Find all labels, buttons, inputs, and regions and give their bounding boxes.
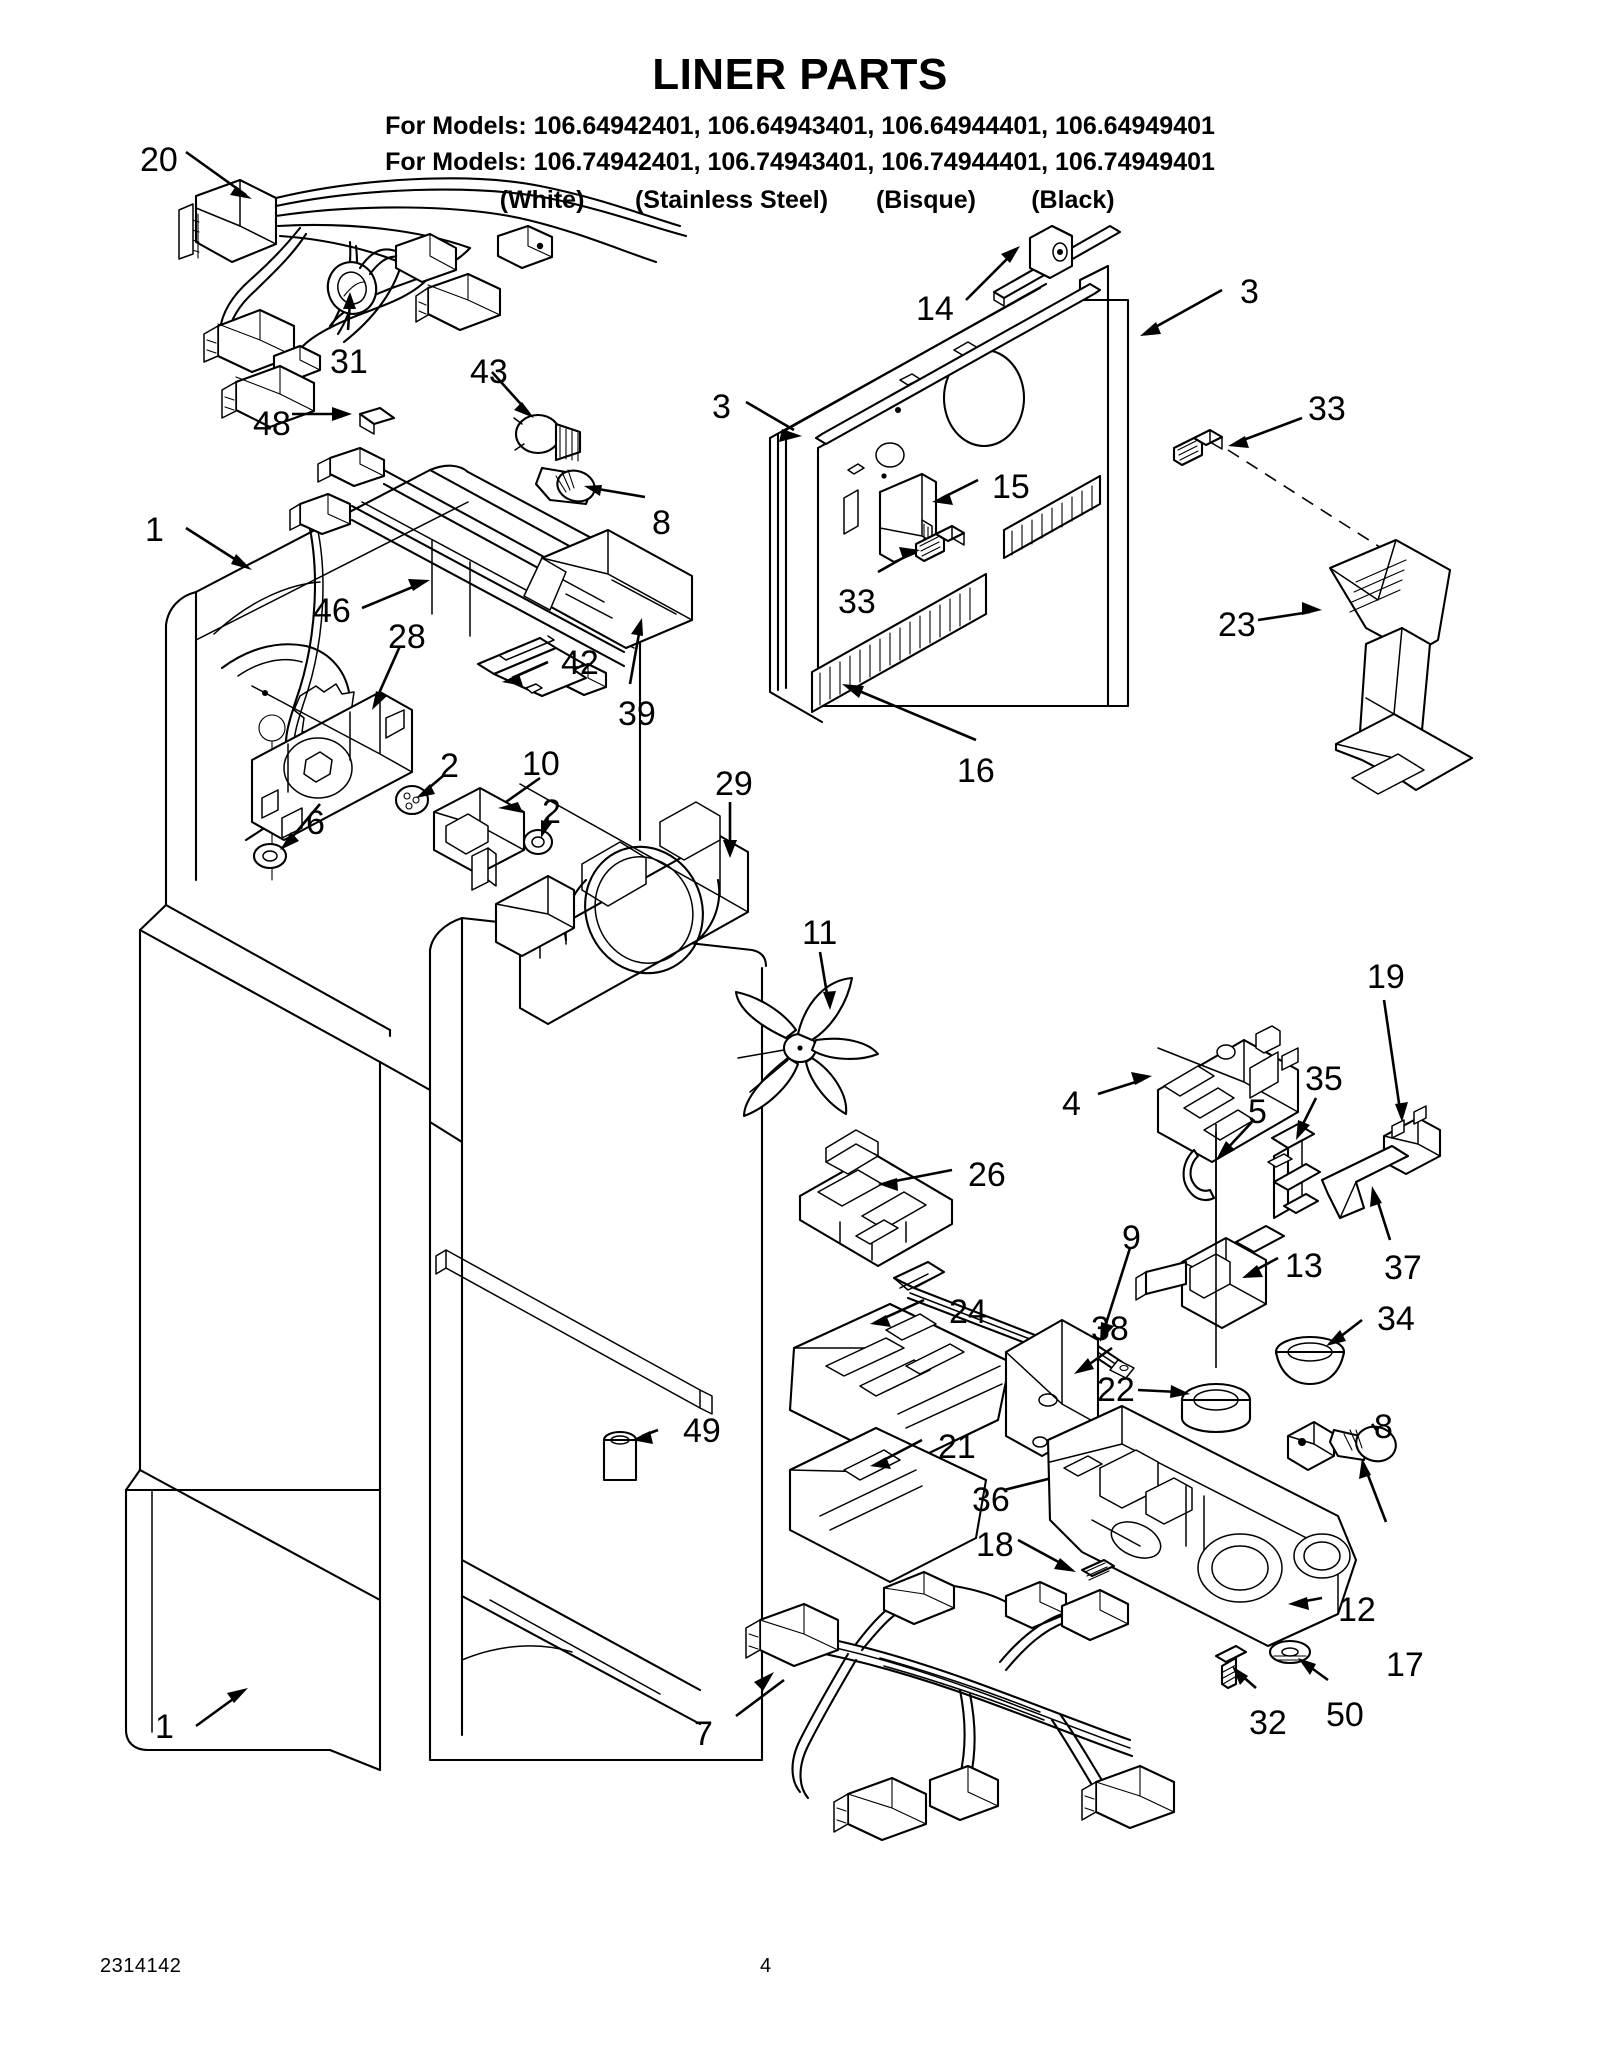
part-11-evaporator-fan-blade — [736, 952, 878, 1116]
callout-number-10: 10 — [522, 745, 560, 783]
part-43-light-bulb — [492, 372, 580, 461]
color-bisque: (Bisque) — [875, 186, 976, 214]
part-1-refrigerator-liner-cabinet — [126, 466, 766, 1770]
callout-number-31: 31 — [330, 343, 368, 381]
part-16-rear-panel-vent — [812, 574, 986, 740]
callout-number-33: 33 — [1308, 390, 1346, 428]
callout-number-48: 48 — [253, 405, 291, 443]
callout-number-8: 8 — [1374, 1408, 1393, 1446]
part-34-cap — [1276, 1320, 1362, 1384]
callout-number-36: 36 — [972, 1481, 1010, 1519]
callout-number-37: 37 — [1384, 1249, 1422, 1287]
part-32-screw — [1216, 1646, 1256, 1688]
callout-number-19: 19 — [1367, 958, 1405, 996]
callout-number-3: 3 — [1240, 273, 1259, 311]
part-31-harness-grommet — [322, 249, 404, 319]
part-10-damper-control — [434, 778, 540, 890]
callout-number-5: 5 — [1248, 1093, 1267, 1131]
callout-number-49: 49 — [683, 1412, 721, 1450]
callout-number-14: 14 — [916, 290, 954, 328]
part-5-tube-clip — [1184, 1122, 1252, 1200]
part-37-switch-bracket — [1322, 1146, 1408, 1240]
part-20-liner-wiring-harness — [179, 152, 686, 427]
part-3-rear-access-panel — [746, 226, 1222, 740]
callout-number-2: 2 — [542, 793, 561, 831]
color-legend: (White) (Stainless Steel) (Bisque) (Blac… — [0, 186, 1600, 215]
callout-number-13: 13 — [1285, 1247, 1323, 1285]
part-46-jumper-wire — [286, 448, 660, 758]
part-2-screw-b — [524, 818, 552, 854]
part-17-lamp-socket — [1288, 1422, 1386, 1522]
part-33-screw-right — [1174, 418, 1400, 560]
part-49-plug-button — [604, 1430, 658, 1480]
part-50-washer — [1270, 1641, 1328, 1680]
callout-number-3: 3 — [712, 388, 731, 426]
part-26-dispenser-pad-assembly — [800, 1130, 952, 1266]
callout-number-26: 26 — [968, 1156, 1006, 1194]
part-18-spring — [1018, 1540, 1114, 1580]
color-white: (White) — [499, 186, 585, 214]
callout-number-15: 15 — [992, 468, 1030, 506]
footer-document-number: 2314142 — [100, 1955, 182, 1977]
callout-number-11: 11 — [802, 914, 838, 952]
callout-number-28: 28 — [388, 618, 426, 656]
callout-number-39: 39 — [618, 695, 656, 733]
callout-number-43: 43 — [470, 353, 508, 391]
part-14-roller — [966, 226, 1072, 300]
callout-number-50: 50 — [1326, 1696, 1364, 1734]
part-6-grommet — [254, 804, 320, 868]
callout-number-32: 32 — [1249, 1704, 1287, 1742]
callout-number-34: 34 — [1377, 1300, 1415, 1338]
part-28-fan-shroud-bracket — [252, 646, 412, 840]
callout-number-4: 4 — [1062, 1085, 1081, 1123]
footer-page-number: 4 — [760, 1955, 772, 1977]
part-35-bracket-lever — [1268, 1098, 1320, 1218]
part-8-light-bulb-lower — [1330, 1422, 1400, 1466]
callout-number-20: 20 — [140, 141, 178, 179]
color-black: (Black) — [1031, 186, 1115, 214]
part-23-air-diffuser-duct — [1258, 540, 1472, 794]
callout-number-33: 33 — [838, 583, 876, 621]
part-4-electronic-control-board — [1098, 1026, 1298, 1270]
part-13-solenoid-actuator — [1136, 1226, 1284, 1328]
page-title: LINER PARTS — [652, 50, 948, 99]
models-line-1: For Models: 106.64942401, 106.64943401, … — [385, 112, 1215, 140]
callout-number-8: 8 — [652, 504, 671, 542]
callout-number-6: 6 — [306, 804, 325, 842]
callout-number-1: 1 — [145, 511, 164, 549]
callout-number-17: 17 — [1386, 1646, 1424, 1684]
callout-number-16: 16 — [957, 752, 995, 790]
callout-number-46: 46 — [313, 592, 351, 630]
callout-number-21: 21 — [938, 1428, 976, 1466]
part-42-cover-plate — [478, 636, 586, 696]
part-29-evaporator-cover-mount — [496, 784, 748, 1024]
part-38-mounting-plate — [1006, 1320, 1112, 1456]
callout-number-2: 2 — [440, 747, 459, 785]
part-39-light-shield-housing — [524, 530, 692, 684]
callout-number-23: 23 — [1218, 606, 1256, 644]
callout-number-38: 38 — [1091, 1310, 1129, 1348]
part-7-main-wiring-harness — [736, 1572, 1174, 1840]
part-2-screw-a — [396, 776, 443, 814]
callout-number-12: 12 — [1338, 1591, 1376, 1629]
callout-number-9: 9 — [1122, 1219, 1141, 1257]
callout-number-42: 42 — [561, 644, 599, 682]
part-8-light-bulb-upper — [536, 466, 645, 506]
callout-number-35: 35 — [1305, 1060, 1343, 1098]
callout-number-24: 24 — [949, 1293, 987, 1331]
color-stainless-steel: (Stainless Steel) — [634, 186, 829, 214]
models-line-2: For Models: 106.74942401, 106.74943401, … — [385, 148, 1215, 176]
part-22-collar-seal — [1138, 1132, 1250, 1432]
part-33-screw-lower — [878, 526, 964, 572]
callout-number-22: 22 — [1097, 1371, 1135, 1409]
part-48-clip — [292, 407, 394, 434]
callout-number-1: 1 — [155, 1708, 174, 1746]
callout-number-29: 29 — [715, 765, 753, 803]
callout-number-7: 7 — [694, 1715, 713, 1753]
part-24-ice-chute-housing — [790, 1300, 1010, 1466]
part-12-dispenser-housing — [1048, 1406, 1356, 1646]
part-21-ice-chute-funnel — [790, 1428, 986, 1582]
callout-number-18: 18 — [976, 1526, 1014, 1564]
